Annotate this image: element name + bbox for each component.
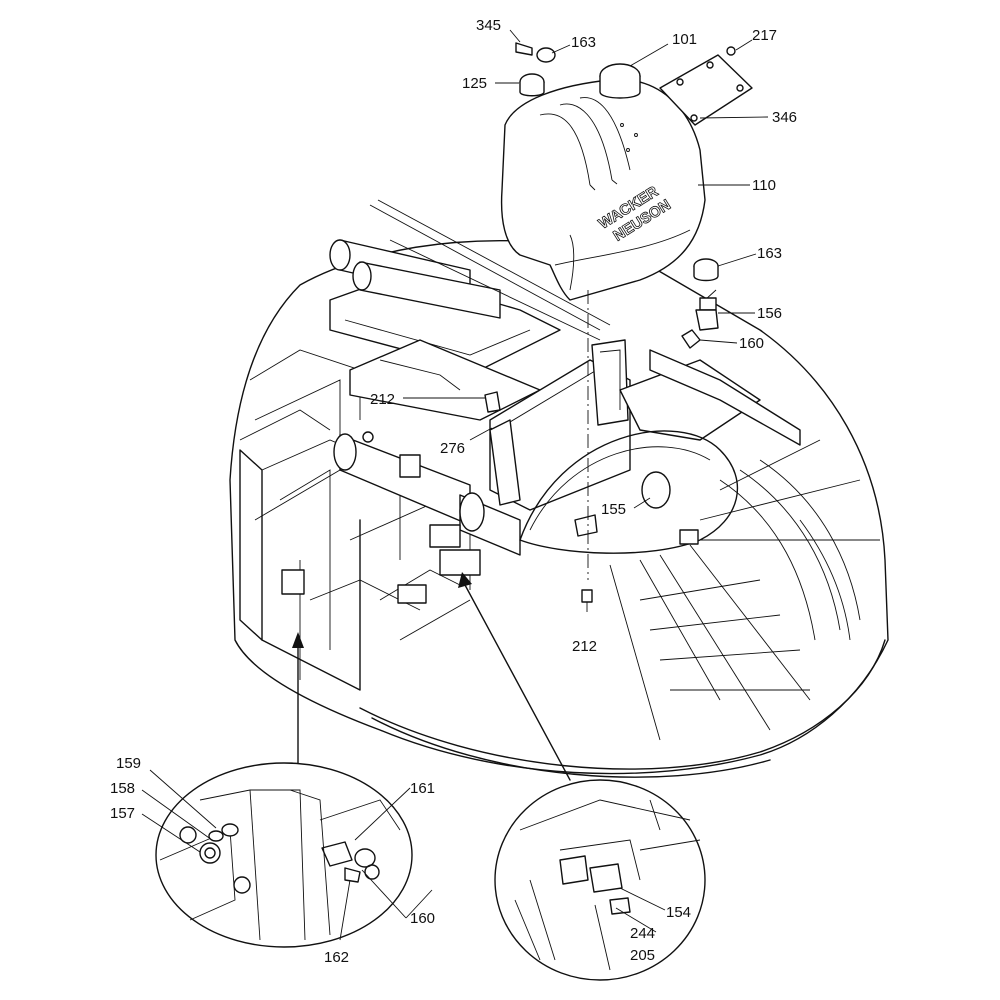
label-158: 158 [110, 780, 135, 797]
label-212-upper: 212 [370, 391, 395, 408]
machine-frame [229, 199, 889, 778]
label-101: 101 [672, 31, 697, 48]
label-155: 155 [601, 501, 626, 518]
cover-plate [659, 46, 753, 126]
label-205: 205 [630, 947, 655, 964]
top-fittings [515, 42, 556, 97]
label-163-mid: 163 [757, 245, 782, 262]
label-162: 162 [324, 949, 349, 966]
label-157: 157 [110, 805, 135, 822]
label-160-low: 160 [410, 910, 435, 927]
label-276: 276 [440, 440, 465, 457]
label-159: 159 [116, 755, 141, 772]
assembly-axis [581, 290, 593, 612]
label-217: 217 [752, 27, 777, 44]
label-163-top: 163 [571, 34, 596, 51]
label-212-lower: 212 [572, 638, 597, 655]
label-244: 244 [630, 925, 655, 942]
label-346: 346 [772, 109, 797, 126]
fuel-tank: WACKER NEUSON [500, 63, 706, 301]
label-110: 110 [752, 177, 776, 194]
label-156: 156 [757, 305, 782, 322]
detail-view-left [141, 762, 433, 948]
detail-view-right [494, 779, 706, 981]
label-345: 345 [476, 17, 501, 34]
label-161: 161 [410, 780, 435, 797]
label-160-mid: 160 [739, 335, 764, 352]
part-labels: 345 163 101 217 125 346 110 163 156 160 … [110, 17, 797, 966]
label-125: 125 [462, 75, 487, 92]
label-154: 154 [666, 904, 691, 921]
